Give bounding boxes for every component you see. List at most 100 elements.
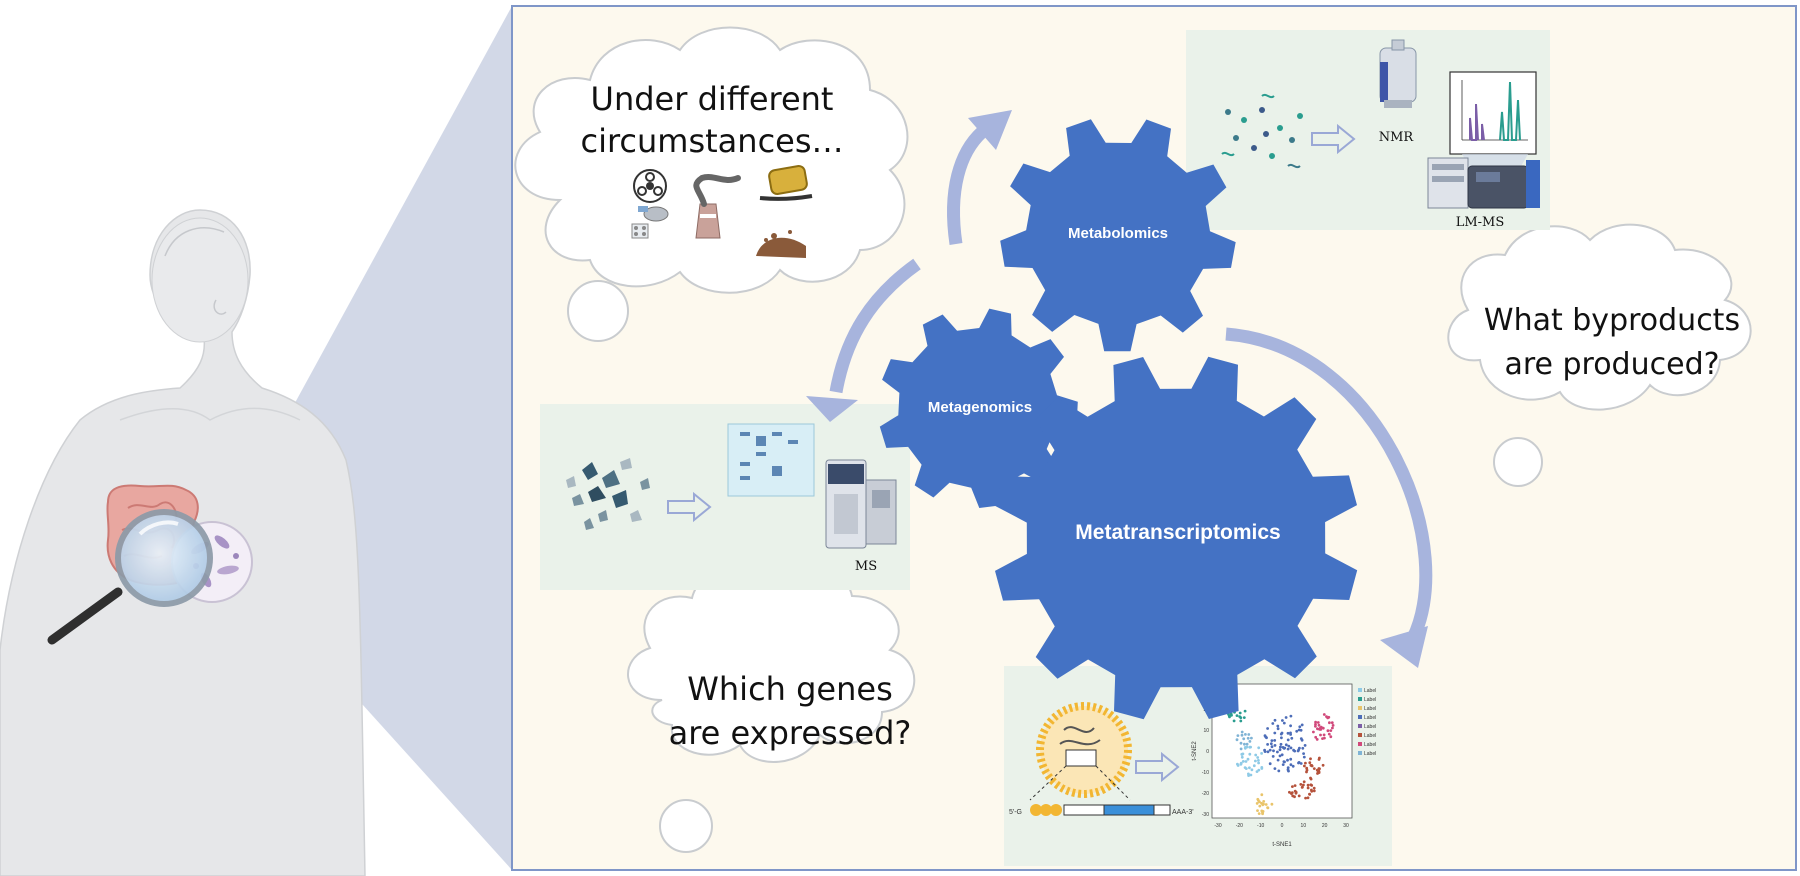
tsne-point <box>1243 742 1246 746</box>
arrow-metabolomics-to-metagenomics <box>829 258 921 394</box>
tsne-point <box>1232 719 1236 723</box>
tsne-point <box>1240 730 1244 734</box>
tsne-point <box>1276 750 1279 754</box>
tsne-legend-label: Label <box>1364 751 1376 757</box>
tsne-point <box>1301 746 1305 750</box>
metatranscriptomics-inset: 5'-G AAA-3' 3020100-10-20-30 -30-20-1001… <box>1004 666 1392 866</box>
tsne-point <box>1299 737 1303 740</box>
lcms-icon <box>1427 157 1540 209</box>
tsne-point <box>1312 786 1316 790</box>
tsne-point <box>1273 739 1277 742</box>
tsne-point <box>1273 718 1277 722</box>
soil-icon <box>756 230 806 258</box>
arrow-right-icon <box>1311 123 1356 155</box>
nmr-icon <box>1379 39 1417 108</box>
tsne-point <box>1246 736 1250 740</box>
tsne-point <box>1256 756 1260 759</box>
cycle-arrows <box>806 110 1433 668</box>
arrow-right-icon <box>667 491 712 523</box>
tsne-point <box>1273 744 1277 747</box>
tsne-point <box>1256 797 1260 801</box>
tsne-point <box>1239 747 1243 751</box>
tsne-point <box>1248 752 1252 756</box>
metatranscriptomics-label: Metatranscriptomics <box>1075 521 1280 544</box>
tsne-point <box>1262 802 1265 806</box>
tsne-point <box>1312 730 1315 734</box>
tsne-point <box>1289 757 1293 761</box>
tsne-point <box>1302 755 1306 759</box>
tsne-point <box>1291 785 1294 788</box>
tsne-point <box>1278 754 1282 758</box>
gear-metabolomics <box>1000 119 1236 352</box>
tsne-point <box>1317 723 1321 727</box>
thought-cloud-circumstances: Under different circumstances… <box>514 26 909 342</box>
tsne-point <box>1312 767 1316 770</box>
tsne-point <box>1266 743 1269 746</box>
tsne-y-tick: 0 <box>1206 749 1209 755</box>
tsne-point <box>1250 768 1254 772</box>
tsne-point <box>1270 745 1274 749</box>
tsne-point <box>1268 762 1272 766</box>
tsne-point <box>1289 724 1292 728</box>
tsne-point <box>1319 733 1322 737</box>
tsne-point <box>1279 745 1282 749</box>
metagenomics-label: Metagenomics <box>928 399 1032 416</box>
tsne-point <box>1306 786 1310 790</box>
tsne-point <box>1297 728 1301 732</box>
tsne-point <box>1315 768 1319 772</box>
tsne-x-tick: -20 <box>1236 823 1243 829</box>
tsne-point <box>1271 755 1275 758</box>
tsne-point <box>1242 716 1246 719</box>
tsne-point <box>1286 758 1289 762</box>
gear-metatranscriptomics <box>994 356 1358 720</box>
metabolite-dots-icon <box>1221 93 1303 169</box>
tsne-point <box>1326 729 1330 733</box>
tsne-point <box>1247 733 1251 736</box>
tsne-point <box>1263 734 1267 738</box>
tsne-point <box>1323 736 1326 740</box>
biohazard-icon <box>633 169 667 203</box>
tsne-legend-swatch <box>1358 724 1362 728</box>
zoom-funnel <box>232 6 512 870</box>
tsne-point <box>1284 716 1288 719</box>
tsne-point <box>1239 761 1243 765</box>
tsne-point <box>1266 727 1269 730</box>
thought-bubble-small <box>659 799 713 853</box>
tsne-legend-swatch <box>1358 715 1362 719</box>
tsne-point <box>1308 792 1311 796</box>
tsne-point <box>1291 794 1295 798</box>
tsne-point <box>1280 736 1283 740</box>
tsne-point <box>1310 784 1314 787</box>
tsne-point <box>1271 722 1275 725</box>
byproducts-line-2: are produced? <box>1504 347 1719 382</box>
tsne-point <box>1262 800 1266 803</box>
tsne-x-tick: -10 <box>1257 823 1264 829</box>
tsne-point <box>1300 723 1304 727</box>
tsne-point <box>1290 736 1294 740</box>
tsne-point <box>1286 768 1290 772</box>
tsne-point <box>1304 761 1307 765</box>
pills-icon <box>631 206 669 239</box>
tsne-point <box>1247 774 1250 777</box>
tsne-point <box>1287 744 1291 748</box>
tsne-point <box>1308 761 1312 765</box>
lcms-label: LM-MS <box>1456 215 1505 230</box>
tsne-point <box>1258 800 1261 804</box>
tsne-point <box>1306 796 1310 800</box>
tsne-point <box>1331 726 1334 730</box>
tsne-point <box>1302 783 1305 787</box>
tsne-point <box>1258 804 1262 808</box>
tsne-x-tick: 30 <box>1343 823 1349 829</box>
circumstances-line-2: circumstances… <box>580 122 843 160</box>
arrow-to-metatranscriptomics-inset <box>1225 327 1433 648</box>
tsne-point <box>1263 748 1266 752</box>
gear-metagenomics <box>879 308 1078 508</box>
tsne-legend-label: Label <box>1364 715 1376 721</box>
tsne-point <box>1257 759 1260 762</box>
tsne-point <box>1276 727 1280 731</box>
gears <box>879 119 1358 720</box>
tsne-point <box>1266 750 1270 754</box>
arrow-right-icon <box>1135 751 1180 783</box>
metabolomics-label: Metabolomics <box>1068 225 1168 242</box>
tsne-point <box>1286 738 1290 742</box>
